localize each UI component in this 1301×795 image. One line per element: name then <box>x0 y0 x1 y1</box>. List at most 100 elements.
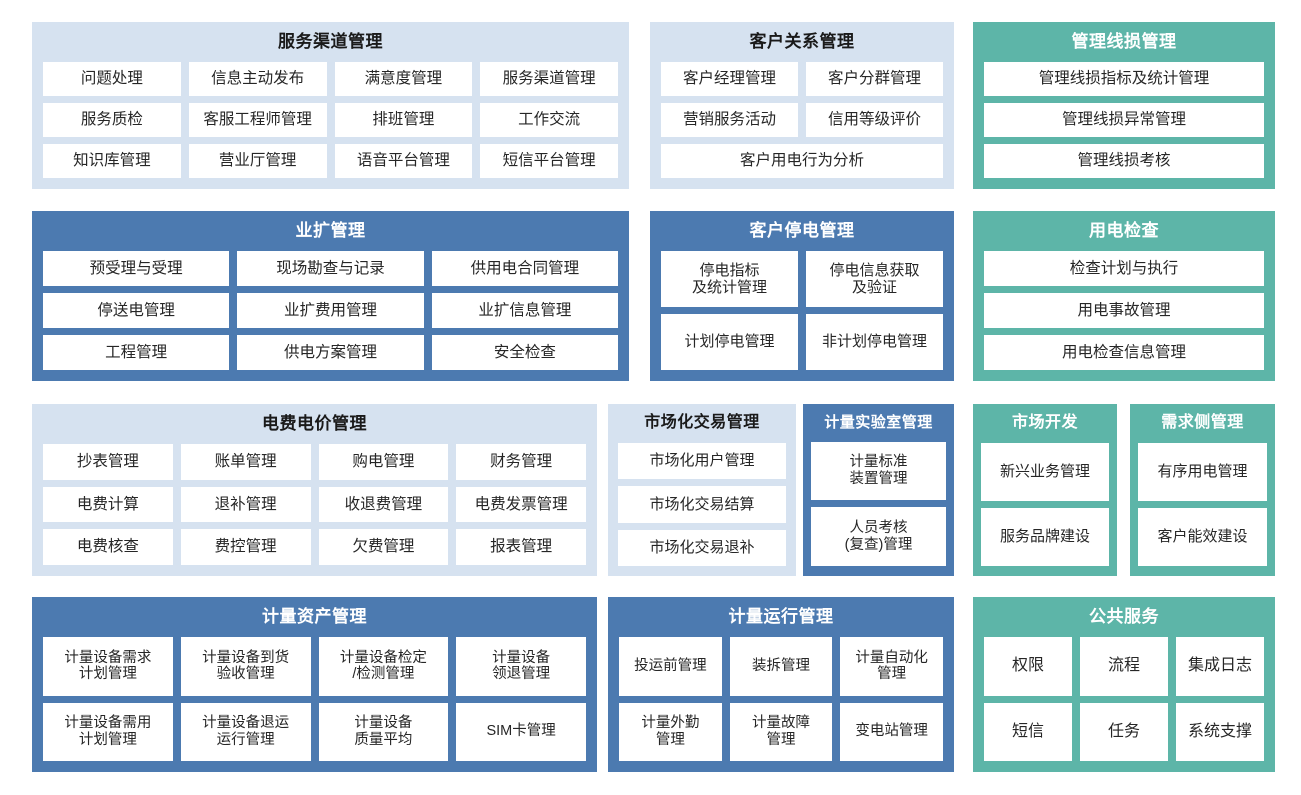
module-cell[interactable]: 管理线损指标及统计管理 <box>984 62 1264 97</box>
module-cell[interactable]: 供电方案管理 <box>237 335 424 370</box>
panel-metering-operations: 计量运行管理 投运前管理 装拆管理 计量自动化 管理 计量外勤 管理 计量故障 … <box>608 597 954 772</box>
module-cell[interactable]: 变电站管理 <box>840 702 944 761</box>
module-cell[interactable]: 工程管理 <box>43 335 230 370</box>
module-cell[interactable]: 停送电管理 <box>43 293 230 329</box>
module-cell[interactable]: 用电检查信息管理 <box>984 335 1264 370</box>
module-cell[interactable]: 问题处理 <box>43 62 181 97</box>
module-cell[interactable]: SIM卡管理 <box>456 702 586 761</box>
module-cell[interactable]: 人员考核 (复查)管理 <box>811 507 946 566</box>
module-cell[interactable]: 信息主动发布 <box>188 62 327 97</box>
panel-rows: 问题处理 信息主动发布 满意度管理 服务渠道管理 服务质检 客服工程师管理 排班… <box>43 62 618 178</box>
module-cell[interactable]: 购电管理 <box>318 444 449 480</box>
panel-demand-side: 需求侧管理 有序用电管理 客户能效建设 <box>1130 404 1275 576</box>
panel-row: 电费核查 费控管理 欠费管理 报表管理 <box>43 529 586 566</box>
module-cell[interactable]: 排班管理 <box>334 103 473 138</box>
module-cell[interactable]: 退补管理 <box>180 486 311 523</box>
panel-public-service: 公共服务 权限 流程 集成日志 短信 任务 系统支撑 <box>973 597 1275 772</box>
module-cell[interactable]: 任务 <box>1080 702 1168 761</box>
panel-rows: 预受理与受理 现场勘查与记录 供用电合同管理 停送电管理 业扩费用管理 业扩信息… <box>43 251 618 370</box>
module-cell[interactable]: 预受理与受理 <box>43 251 230 287</box>
panel-row: 客户用电行为分析 <box>661 144 943 178</box>
module-cell[interactable]: 有序用电管理 <box>1138 442 1267 501</box>
module-cell[interactable]: 电费计算 <box>43 486 173 523</box>
module-cell[interactable]: 管理线损考核 <box>984 144 1264 178</box>
module-cell[interactable]: 非计划停电管理 <box>806 314 943 370</box>
module-cell[interactable]: 业扩费用管理 <box>237 293 424 329</box>
module-cell[interactable]: 安全检查 <box>431 335 618 370</box>
module-cell[interactable]: 新兴业务管理 <box>981 442 1109 501</box>
module-cell[interactable]: 装拆管理 <box>729 637 833 696</box>
module-cell[interactable]: 短信平台管理 <box>480 144 618 178</box>
module-cell[interactable]: 电费核查 <box>43 529 173 566</box>
panel-title-metering-lab: 计量实验室管理 <box>824 414 933 431</box>
panel-title-metering-operations: 计量运行管理 <box>728 607 834 626</box>
panel-row: 预受理与受理 现场勘查与记录 供用电合同管理 <box>43 251 618 287</box>
module-cell[interactable]: 客户经理管理 <box>661 62 798 97</box>
module-cell[interactable]: 报表管理 <box>456 529 586 566</box>
panel-customer-relation: 客户关系管理 客户经理管理 客户分群管理 营销服务活动 信用等级评价 客户用电行… <box>650 22 954 189</box>
module-cell[interactable]: 信用等级评价 <box>806 103 943 138</box>
module-cell[interactable]: 供用电合同管理 <box>431 251 618 287</box>
module-cell[interactable]: 客服工程师管理 <box>188 103 327 138</box>
module-cell[interactable]: 计量标准 装置管理 <box>811 441 946 501</box>
module-cell[interactable]: 计量设备需用 计划管理 <box>43 702 173 761</box>
module-cell[interactable]: 计量自动化 管理 <box>840 637 944 696</box>
module-cell[interactable]: 营业厅管理 <box>188 144 327 178</box>
panel-metering-asset: 计量资产管理 计量设备需求 计划管理 计量设备到货 验收管理 计量设备检定 /检… <box>32 597 597 772</box>
module-cell[interactable]: 计量设备 质量平均 <box>318 702 449 761</box>
module-cell[interactable]: 抄表管理 <box>43 444 173 480</box>
module-cell[interactable]: 业扩信息管理 <box>431 293 618 329</box>
module-cell[interactable]: 停电指标 及统计管理 <box>661 251 798 308</box>
module-cell[interactable]: 欠费管理 <box>318 529 449 566</box>
module-cell[interactable]: 计划停电管理 <box>661 314 798 370</box>
panel-title-demand-side: 需求侧管理 <box>1161 414 1244 431</box>
module-cell[interactable]: 满意度管理 <box>334 62 473 97</box>
panel-row: 客户经理管理 客户分群管理 <box>661 62 943 97</box>
panel-rows: 计量标准 装置管理 人员考核 (复查)管理 <box>811 441 946 566</box>
module-cell[interactable]: 权限 <box>984 637 1072 696</box>
panel-rows: 管理线损指标及统计管理 管理线损异常管理 管理线损考核 <box>984 62 1264 178</box>
module-cell[interactable]: 财务管理 <box>456 444 586 480</box>
module-cell[interactable]: 计量设备退运 运行管理 <box>180 702 311 761</box>
module-cell[interactable]: 投运前管理 <box>619 637 722 696</box>
panel-rows: 停电指标 及统计管理 停电信息获取 及验证 计划停电管理 非计划停电管理 <box>661 251 943 370</box>
module-cell[interactable]: 服务质检 <box>43 103 181 138</box>
module-cell[interactable]: 计量故障 管理 <box>729 702 833 761</box>
module-cell[interactable]: 市场化交易退补 <box>618 529 786 567</box>
module-cell[interactable]: 服务渠道管理 <box>480 62 618 97</box>
module-cell[interactable]: 电费发票管理 <box>456 486 586 523</box>
panel-market-development: 市场开发 新兴业务管理 服务品牌建设 <box>973 404 1117 576</box>
module-cell[interactable]: 管理线损异常管理 <box>984 103 1264 138</box>
module-cell[interactable]: 停电信息获取 及验证 <box>806 251 943 308</box>
module-cell[interactable]: 集成日志 <box>1176 637 1264 696</box>
module-cell[interactable]: 用电事故管理 <box>984 293 1264 329</box>
module-cell[interactable]: 市场化用户管理 <box>618 442 786 480</box>
module-cell[interactable]: 账单管理 <box>180 444 311 480</box>
module-cell[interactable]: 计量外勤 管理 <box>619 702 722 761</box>
module-cell[interactable]: 客户能效建设 <box>1138 507 1267 567</box>
module-cell[interactable]: 短信 <box>984 702 1072 761</box>
module-cell[interactable]: 计量设备到货 验收管理 <box>180 637 311 696</box>
module-cell[interactable]: 计量设备 领退管理 <box>456 637 586 696</box>
module-cell[interactable]: 计量设备检定 /检测管理 <box>318 637 449 696</box>
panel-metering-lab: 计量实验室管理 计量标准 装置管理 人员考核 (复查)管理 <box>803 404 954 576</box>
module-cell[interactable]: 语音平台管理 <box>334 144 473 178</box>
module-cell[interactable]: 知识库管理 <box>43 144 181 178</box>
module-cell[interactable]: 收退费管理 <box>318 486 449 523</box>
module-cell[interactable]: 系统支撑 <box>1176 702 1264 761</box>
module-cell[interactable]: 计量设备需求 计划管理 <box>43 637 173 696</box>
module-cell[interactable]: 工作交流 <box>480 103 618 138</box>
module-cell[interactable]: 客户用电行为分析 <box>661 144 943 178</box>
panel-row: 短信 任务 系统支撑 <box>984 702 1264 761</box>
module-cell[interactable]: 现场勘查与记录 <box>237 251 424 287</box>
module-cell[interactable]: 流程 <box>1080 637 1168 696</box>
module-cell[interactable]: 检查计划与执行 <box>984 251 1264 287</box>
module-cell[interactable]: 客户分群管理 <box>806 62 943 97</box>
panel-rows: 计量设备需求 计划管理 计量设备到货 验收管理 计量设备检定 /检测管理 计量设… <box>43 637 586 761</box>
panel-rows: 检查计划与执行 用电事故管理 用电检查信息管理 <box>984 251 1264 370</box>
module-cell[interactable]: 营销服务活动 <box>661 103 798 138</box>
panel-rows: 客户经理管理 客户分群管理 营销服务活动 信用等级评价 客户用电行为分析 <box>661 62 943 178</box>
module-cell[interactable]: 服务品牌建设 <box>981 507 1109 567</box>
module-cell[interactable]: 市场化交易结算 <box>618 486 786 523</box>
module-cell[interactable]: 费控管理 <box>180 529 311 566</box>
